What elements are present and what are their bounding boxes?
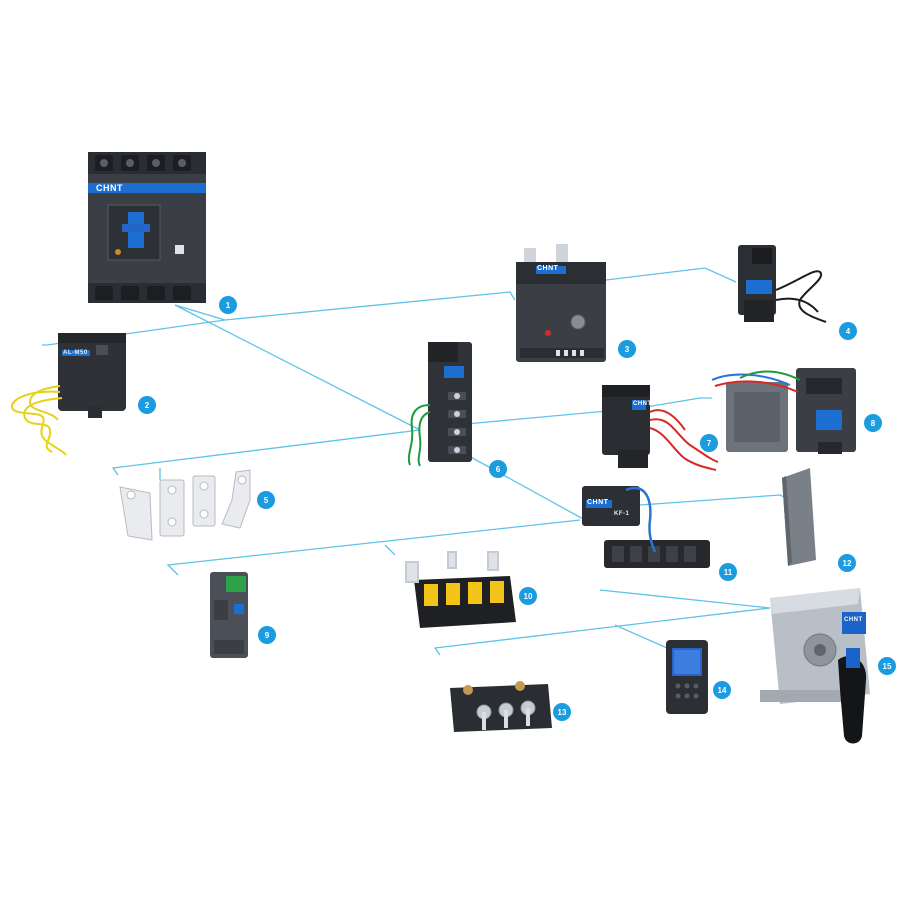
callout-3: 3: [618, 340, 636, 358]
leader-line-6-5: [111, 429, 421, 476]
leader-line-1-2: [42, 304, 226, 346]
callout-2: 2: [138, 396, 156, 414]
callout-10: 10: [519, 587, 537, 605]
leader-line-3-4: [564, 267, 737, 286]
leader-line-9-10: [384, 544, 396, 556]
busbars: [119, 469, 251, 541]
rear-terminal: [450, 681, 552, 732]
callout-13: 13: [553, 703, 571, 721]
leader-line-6-7: [454, 397, 712, 426]
callout-5: 5: [257, 491, 275, 509]
callout-7: 7: [700, 434, 718, 452]
rotary-handle-brand-label: CHNT: [844, 617, 863, 623]
control-module: [582, 486, 710, 568]
release-with-red-wires: [602, 385, 719, 471]
callout-1: 1: [219, 296, 237, 314]
callout-9: 9: [258, 626, 276, 644]
callout-4: 4: [839, 322, 857, 340]
leader-line-11-9: [166, 519, 581, 576]
main-breaker: [88, 152, 206, 303]
undervoltage-brand-label: CHNT: [537, 265, 559, 272]
leader-line-15-13: [433, 607, 771, 656]
leader-line-6-11: [457, 449, 586, 521]
undervoltage-release: [516, 244, 606, 362]
leader-line-11-15: [599, 589, 771, 609]
motor-operator-brand-label: CHNT: [633, 401, 652, 407]
terminal-cover: [405, 551, 516, 628]
callout-14: 14: [713, 681, 731, 699]
callout-8: 8: [864, 414, 882, 432]
shunt-release-brand-label: CHNT: [587, 499, 609, 506]
leader-line-14: [614, 624, 668, 649]
display-unit: [666, 640, 708, 714]
leader-line-1-6: [174, 304, 421, 431]
auxiliary-contact: [738, 245, 827, 323]
callout-12: 12: [838, 554, 856, 572]
leader-line-11-12: [639, 494, 796, 506]
callout-15: 15: [878, 657, 896, 675]
din-module: [210, 572, 248, 658]
overload-module-label: AL-M50: [63, 350, 88, 356]
shunt-release-small-label: KF-1: [614, 511, 630, 517]
shunt-release: [407, 342, 472, 467]
alarm-module: [10, 333, 126, 456]
interlock-unit: [711, 368, 856, 454]
leader-line-1-3: [224, 291, 516, 321]
rotary-handle: [760, 588, 870, 744]
main-breaker-brand-label: CHNT: [96, 183, 123, 193]
cover-plate: [782, 468, 816, 566]
leader-lines: [42, 267, 796, 656]
callout-6: 6: [489, 460, 507, 478]
callout-11: 11: [719, 563, 737, 581]
